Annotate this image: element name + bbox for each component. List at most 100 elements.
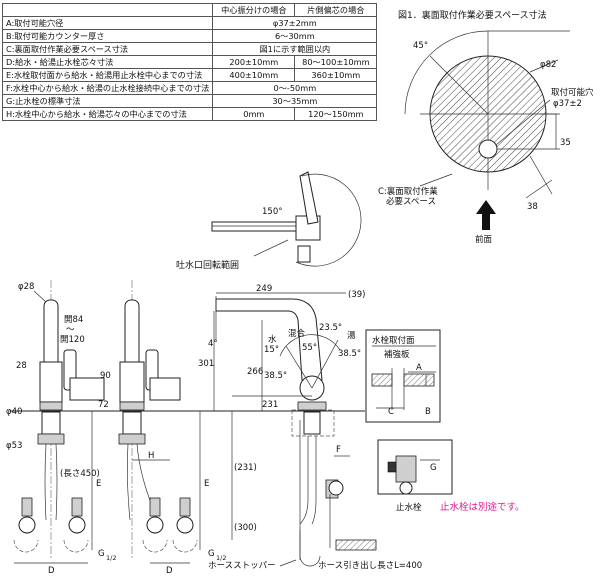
valve-detail-body	[395, 455, 417, 483]
sink-outline	[13, 539, 39, 553]
lever-line	[311, 339, 339, 389]
sv-kongo: 混合	[288, 328, 306, 339]
sv-231b: (231)	[234, 463, 257, 473]
dim38-ext	[529, 155, 553, 195]
install-hole	[478, 139, 498, 159]
valve-note: 止水栓は別途です。	[440, 501, 525, 513]
spout-side	[215, 298, 323, 381]
spec-table: 中心振分けの場合 片側偏芯の場合 A:取付可能穴径 φ37±2mm B:取付可能…	[1, 3, 378, 121]
valve-body	[71, 497, 83, 517]
mount-nut	[118, 433, 146, 445]
valve-wheel	[176, 516, 194, 534]
angle-line	[429, 55, 489, 115]
fig1-hole: 取付可能穴	[551, 87, 594, 98]
side-base	[297, 401, 327, 411]
spec-row-e: E:水栓取付面から給水・給湯用止水栓中心までの寸法 400±10mm 360±1…	[1, 68, 378, 82]
fv1-d53: φ53	[6, 441, 22, 451]
lever-arc	[279, 334, 341, 357]
fv1-90: 90	[100, 371, 111, 381]
hose-left	[44, 443, 47, 521]
hole-leader	[495, 99, 551, 146]
hose-left	[126, 443, 131, 521]
sv-a385: 38.5°	[264, 371, 287, 381]
detail-plate: 補強板	[384, 349, 410, 360]
sv-266: 266	[247, 367, 263, 377]
fig1-space1: C:裏面取付作業	[378, 186, 438, 197]
valve-detail-frame	[377, 439, 453, 495]
sv-hose-stopper: ホースストッパー	[208, 561, 276, 571]
fv2-half: 1/2	[216, 554, 226, 562]
faucet-body	[119, 361, 145, 403]
spec-row-c: C:裏面取付作業必要スペース寸法 図1に示す範囲以内	[1, 42, 378, 56]
base-ring	[39, 401, 63, 411]
sv-300: (300)	[234, 523, 257, 533]
fig1-dia: φ82	[540, 60, 556, 70]
sv-F: F	[336, 445, 341, 455]
leader	[33, 290, 47, 303]
fv1-open: 開84	[64, 315, 83, 325]
spout-column	[43, 299, 59, 371]
handle-block	[149, 377, 181, 401]
fv1-d40: φ40	[6, 407, 22, 417]
fv2-G: G	[208, 549, 215, 559]
sink-outline	[172, 539, 198, 553]
sv-249: 249	[256, 284, 272, 294]
detail-frame	[365, 329, 441, 423]
valve-left-a	[18, 497, 36, 534]
figure-1-work-space: 図1．裏面取付作業必要スペース寸法 45° φ82 取付可能穴 φ37±2 35…	[378, 9, 594, 245]
valve-body	[179, 497, 191, 517]
spec-header-row: 中心振分けの場合 片側偏芯の場合	[1, 3, 378, 17]
mount-shank	[41, 411, 61, 435]
valve-detail-wheel	[399, 481, 413, 495]
sv-hose-len: ホース引き出し長さL=400	[318, 560, 422, 571]
fv1-d28: φ28	[18, 282, 34, 292]
counter-left	[371, 373, 393, 387]
lever-line	[285, 345, 313, 389]
fig1-space2: 必要スペース	[386, 196, 436, 207]
fv1-28: 28	[16, 361, 27, 371]
front-arrow-icon	[476, 200, 496, 230]
valve-G: G	[430, 463, 437, 473]
leader	[279, 559, 297, 567]
valve-body	[149, 497, 161, 517]
detail-title: 水栓取付面	[372, 335, 415, 346]
lever-top	[297, 245, 311, 263]
hose-a	[299, 436, 309, 525]
mount-shank	[303, 411, 321, 435]
spout-rotated	[299, 171, 319, 225]
sink-outline	[142, 539, 168, 553]
sv-yu: 湯	[347, 330, 356, 341]
valve-wheel	[68, 516, 86, 534]
sv-231: 231	[262, 400, 278, 410]
fv2-D: D	[166, 566, 173, 576]
valve-wheel	[18, 516, 36, 534]
fv1-E: E	[96, 479, 101, 489]
sv-301: 301	[198, 359, 214, 369]
hose-b	[311, 436, 317, 525]
detail-A: A	[416, 363, 422, 373]
angle-arc	[404, 30, 489, 115]
sv-a235: 23.5°	[319, 323, 342, 333]
fv1-D: D	[48, 566, 55, 576]
spec-label: H:水栓中心から給水・給湯芯々の中心までの寸法	[1, 107, 214, 121]
faucet-body	[39, 361, 63, 403]
fig1-front: 前面	[475, 234, 493, 245]
sv-a55: 55°	[302, 343, 317, 353]
valve-body	[21, 497, 33, 517]
handle-block	[69, 377, 105, 401]
valve-left-b	[68, 497, 86, 534]
sv-mizu: 水	[268, 334, 277, 345]
valve-label: 止水栓	[396, 502, 422, 513]
fig1-angle: 45°	[413, 41, 428, 51]
valve-right-a	[146, 497, 164, 534]
hose-right	[55, 443, 58, 521]
sv-39: (39)	[348, 290, 365, 300]
fv1-half: 1/2	[106, 554, 116, 562]
under-counter-box	[291, 409, 335, 437]
fig1-dim35: 35	[560, 138, 571, 148]
dia-leader	[529, 59, 559, 73]
sink-outline	[63, 539, 89, 553]
spec-value-offset: 120～150mm	[294, 107, 378, 121]
